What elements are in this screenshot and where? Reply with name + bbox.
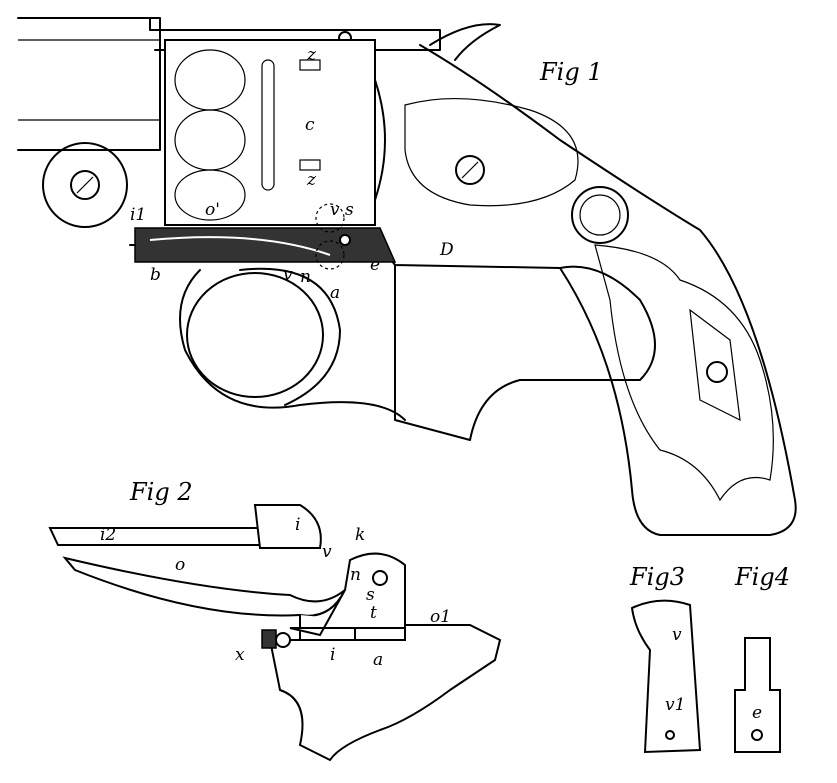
trigger-a bbox=[268, 624, 502, 762]
label: o1 bbox=[430, 607, 451, 627]
label: n bbox=[350, 565, 361, 585]
hinge-knuckle bbox=[42, 142, 128, 228]
fig2-title: Fig 2 bbox=[129, 478, 193, 506]
label: i bbox=[330, 645, 335, 665]
trigger-guard bbox=[179, 269, 406, 421]
fig3-part-v: Fig3 v v1 bbox=[629, 563, 702, 754]
hammer bbox=[429, 23, 501, 61]
label: e bbox=[752, 703, 762, 723]
label: i2 bbox=[100, 525, 116, 545]
grip-screw-icon-2 bbox=[706, 361, 728, 383]
label: D bbox=[439, 240, 454, 260]
spring-o bbox=[62, 556, 346, 617]
label: c bbox=[305, 115, 315, 135]
bar-i2 bbox=[48, 527, 261, 546]
label: s bbox=[366, 585, 375, 605]
label: i bbox=[295, 515, 300, 535]
label: o bbox=[175, 555, 185, 575]
label: v bbox=[330, 200, 340, 220]
label: e bbox=[370, 255, 380, 275]
label: a bbox=[373, 650, 383, 670]
grip bbox=[419, 44, 797, 536]
label: x bbox=[235, 645, 245, 665]
fig4-title: Fig4 bbox=[734, 563, 790, 591]
label: n bbox=[300, 267, 311, 287]
label: v bbox=[283, 265, 293, 285]
fig4-part-e: Fig4 e bbox=[734, 563, 790, 753]
label: a bbox=[330, 283, 340, 303]
fig1-title: Fig 1 bbox=[539, 58, 603, 86]
sectioned-spring-area bbox=[134, 227, 397, 263]
label: s bbox=[345, 200, 354, 220]
label: t bbox=[370, 603, 377, 623]
label: b bbox=[150, 265, 161, 285]
barrel bbox=[17, 17, 161, 151]
cylinder bbox=[164, 39, 376, 226]
label: k bbox=[355, 525, 365, 545]
label: i1 bbox=[130, 205, 146, 225]
fig3-title: Fig3 bbox=[629, 563, 685, 591]
trigger bbox=[239, 267, 341, 406]
frame bbox=[129, 244, 656, 441]
fig1-revolver: Fig 1 z c z o' i1 v s b D v n a e bbox=[17, 17, 797, 536]
label: z bbox=[306, 45, 317, 65]
fig2-lock-mechanism: Fig 2 i2 i o k v n s t o1 x i a bbox=[48, 478, 502, 762]
label: v1 bbox=[665, 695, 685, 715]
label: o' bbox=[205, 200, 220, 220]
label: z bbox=[306, 170, 317, 190]
label: v bbox=[322, 542, 332, 562]
label: v bbox=[672, 625, 682, 645]
block-i bbox=[253, 504, 322, 549]
